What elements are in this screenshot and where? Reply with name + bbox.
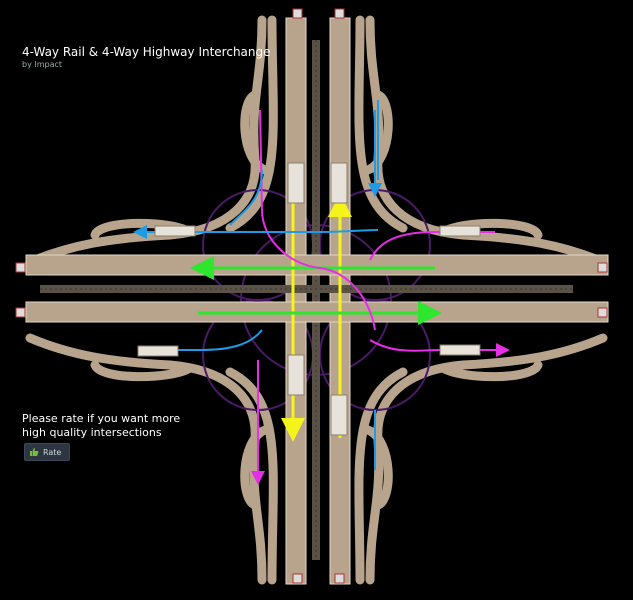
author-byline: by Impact xyxy=(22,60,63,69)
rate-prompt: Please rate if you want more high qualit… xyxy=(22,412,242,440)
rate-button-label: Rate xyxy=(43,447,62,457)
map-title: 4-Way Rail & 4-Way Highway Interchange xyxy=(22,45,271,59)
highway-ns xyxy=(285,17,351,585)
rate-prompt-line-1: Please rate if you want more xyxy=(22,412,181,425)
rate-prompt-line-2: high quality intersections xyxy=(22,426,162,439)
edge-markers xyxy=(15,8,608,584)
rate-button[interactable]: Rate xyxy=(24,443,70,461)
toll-booths xyxy=(137,162,481,436)
thumbs-up-icon xyxy=(30,448,39,456)
